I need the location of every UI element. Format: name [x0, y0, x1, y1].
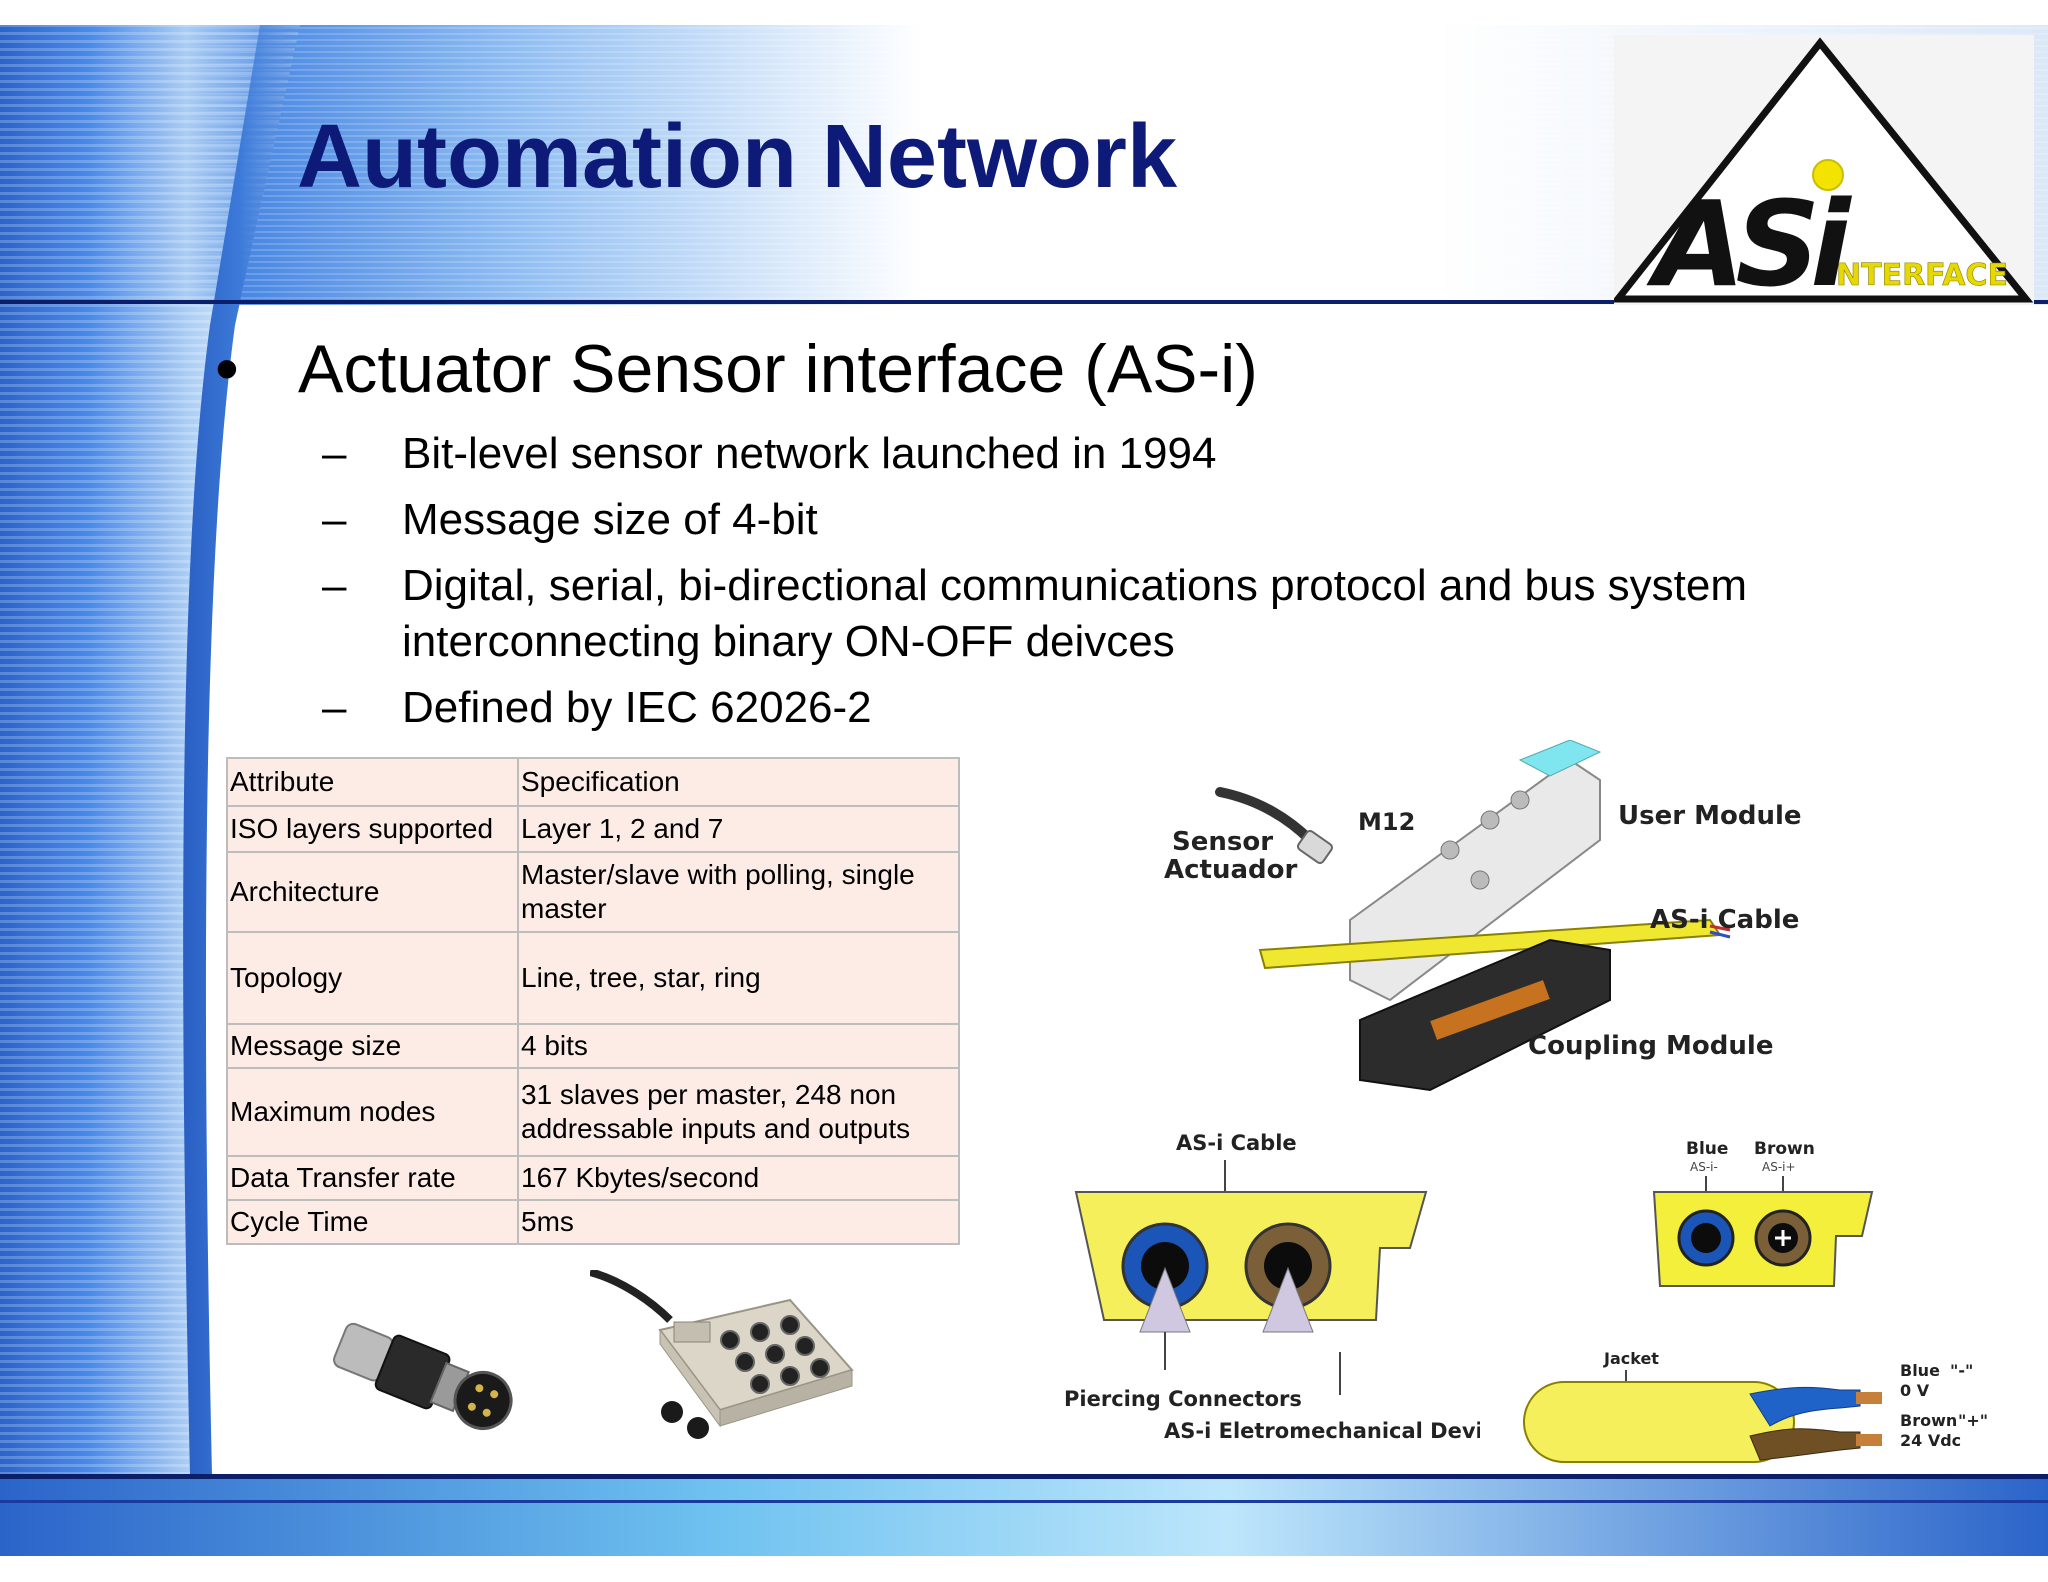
sensor-label: Sensor	[1172, 827, 1273, 857]
cable-section-title: AS-i Cable	[1176, 1131, 1297, 1155]
table-row: Topology Line, tree, star, ring	[226, 931, 960, 1025]
blue-wire-sign: "-"	[1950, 1361, 1973, 1380]
main-bullet-text: Actuator Sensor interface (AS-i)	[298, 331, 1258, 407]
logo-sub-text: NTERFACE	[1836, 258, 2008, 293]
user-module-label: User Module	[1618, 801, 1802, 831]
table-row: Cycle Time 5ms	[226, 1199, 960, 1245]
cable-jacket-shape	[1523, 1381, 1795, 1463]
table-cell: Maximum nodes	[226, 1067, 519, 1157]
table-row: Attribute Specification	[226, 757, 960, 807]
bullet-marker: •	[215, 331, 239, 407]
piercing-connectors-label: Piercing Connectors	[1064, 1387, 1302, 1411]
table-cell: Topology	[226, 931, 519, 1025]
cable-section-diagram: AS-i Cable Piercing Connectors AS-i Elet…	[1064, 1131, 1480, 1443]
sub-bullet-text: Message size of 4-bit	[402, 495, 818, 544]
brown-wire-sign: "+"	[1958, 1411, 1988, 1430]
table-cell: 167 Kbytes/second	[517, 1155, 960, 1201]
brown-label: Brown	[1754, 1139, 1815, 1159]
brown-sub-label: AS-i+	[1762, 1160, 1796, 1174]
table-row: Message size 4 bits	[226, 1023, 960, 1069]
asi-cable-label: AS-i Cable	[1650, 905, 1799, 935]
table-cell: 4 bits	[517, 1023, 960, 1069]
cable-cutaway-diagram: Jacket Blue "-" 0 V Brown "+" 24 Vdc	[1523, 1349, 1988, 1463]
sub-bullet-marker: –	[322, 683, 347, 732]
table-cell: 5ms	[517, 1199, 960, 1245]
distribution-box-image	[590, 1270, 854, 1439]
page-title: Automation Network	[297, 107, 1178, 207]
spec-table: Attribute Specification ISO layers suppo…	[226, 757, 960, 1245]
table-cell: Message size	[226, 1023, 519, 1069]
table-row: Maximum nodes 31 slaves per master, 248 …	[226, 1067, 960, 1157]
table-cell: Line, tree, star, ring	[517, 931, 960, 1025]
blue-sub-label: AS-i-	[1690, 1160, 1718, 1174]
table-row: Data Transfer rate 167 Kbytes/second	[226, 1155, 960, 1201]
actuator-label: Actuador	[1164, 855, 1297, 885]
asi-logo: ASi NTERFACE	[1610, 35, 2034, 313]
brown-wire-shape	[1749, 1428, 1861, 1461]
polarity-diagram: Blue AS-i- Brown AS-i+	[1652, 1139, 1874, 1287]
logo-main-text: ASi	[1646, 175, 1852, 305]
asi-logo-graphic: ASi NTERFACE	[1610, 37, 2034, 313]
module-diagram: Sensor Actuador M12 User Module AS-i Cab…	[1164, 740, 1802, 1092]
sub-bullet-marker: –	[322, 495, 347, 544]
table-cell: Cycle Time	[226, 1199, 519, 1245]
blue-wire-voltage: 0 V	[1900, 1381, 1930, 1400]
device-label: AS-i Eletromechanical Device	[1164, 1419, 1480, 1443]
table-cell: 31 slaves per master, 248 non addressabl…	[517, 1067, 960, 1157]
table-header-specification: Specification	[517, 757, 960, 807]
sub-bullet-text: Defined by IEC 62026-2	[402, 683, 872, 732]
jacket-label: Jacket	[1603, 1349, 1659, 1368]
m12-connector-image	[333, 1322, 513, 1430]
sub-bullet-marker: –	[322, 561, 347, 610]
table-header-attribute: Attribute	[226, 757, 519, 807]
logo-dot-icon	[1812, 159, 1844, 191]
brown-wire-label: Brown	[1900, 1411, 1957, 1430]
coupling-module-label: Coupling Module	[1528, 1031, 1773, 1061]
table-cell: ISO layers supported	[226, 805, 519, 853]
table-row: Architecture Master/slave with polling, …	[226, 851, 960, 933]
title-divider	[0, 300, 2048, 304]
table-cell: Layer 1, 2 and 7	[517, 805, 960, 853]
sub-bullet-text: Bit-level sensor network launched in 199…	[402, 429, 1217, 478]
brown-wire-voltage: 24 Vdc	[1900, 1431, 1961, 1450]
sub-bullet-marker: –	[322, 429, 347, 478]
table-row: ISO layers supported Layer 1, 2 and 7	[226, 805, 960, 853]
table-cell: Data Transfer rate	[226, 1155, 519, 1201]
blue-wire-label: Blue	[1900, 1361, 1940, 1380]
table-cell: Architecture	[226, 851, 519, 933]
footer-background	[0, 1476, 2048, 1556]
m12-label: M12	[1358, 808, 1415, 836]
blue-wire-shape	[1749, 1386, 1861, 1427]
sub-bullet-text: Digital, serial, bi-directional communic…	[402, 561, 1748, 666]
table-cell: Master/slave with polling, single master	[517, 851, 960, 933]
blue-label: Blue	[1686, 1139, 1728, 1159]
footer-divider	[0, 1474, 2048, 1479]
footer-divider-2	[0, 1500, 2048, 1503]
